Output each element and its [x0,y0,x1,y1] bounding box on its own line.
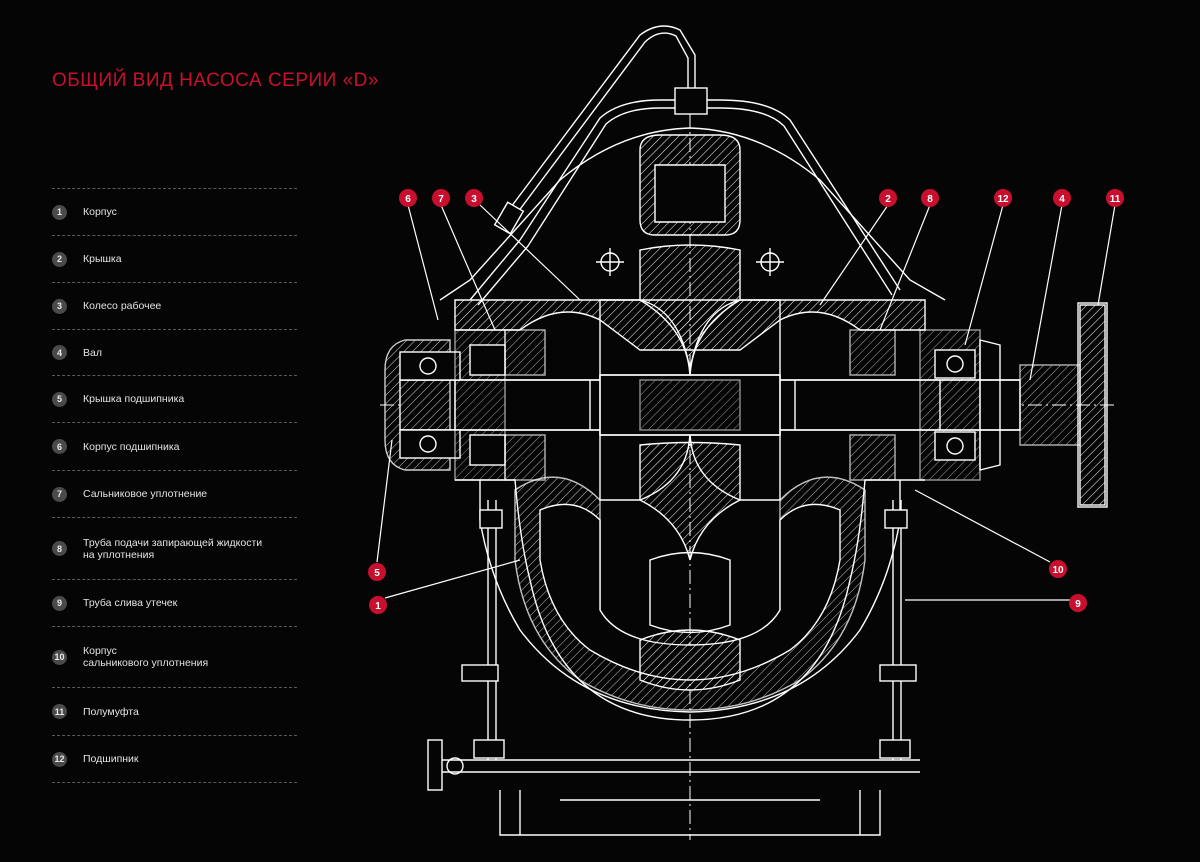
callout-number: 12 [997,194,1009,205]
legend-item: 7 Сальниковое уплотнение [52,470,297,517]
callout-badge: 5 [368,563,386,581]
legend-item: 5 Крышка подшипника [52,375,297,422]
callout-badge: 9 [1069,594,1087,612]
legend-item: 8 Труба подачи запирающей жидкости на уп… [52,517,297,579]
legend-label: Вал [83,346,102,359]
legend-item: 4 Вал [52,329,297,375]
legend-number: 2 [52,251,67,267]
legend-label: Подшипник [83,753,139,765]
legend-number: 7 [52,486,67,502]
legend-item: 3 Колесо рабочее [52,282,297,329]
page-title: ОБЩИЙ ВИД НАСОСА СЕРИИ «D» [52,70,379,91]
legend-label: Корпус подшипника [83,440,180,453]
legend-item: 10 Корпус сальникового уплотнения [52,626,297,687]
legend-label: Труба подачи запирающей жидкости на упло… [83,536,263,561]
legend-item: 6 Корпус подшипника [52,422,297,470]
legend-item: 2 Крышка [52,235,297,282]
legend-label: Крышка [83,253,122,265]
legend-item: 1 Корпус [52,188,297,235]
callout-number: 2 [885,194,891,205]
legend-number: 6 [52,439,67,454]
legend-number: 11 [52,704,67,719]
legend-label: Сальниковое уплотнение [83,488,208,500]
legend-label: Крышка подшипника [83,393,185,405]
callout-badge: 8 [921,189,939,207]
callout-badge: 7 [432,189,450,207]
callout-badge: 1 [369,596,387,614]
callout-number: 8 [927,194,933,205]
legend-number: 3 [52,298,67,314]
legend-number: 10 [52,649,67,665]
leader-lines [376,204,1116,601]
callout-number: 3 [471,194,477,205]
legend-number: 5 [52,391,67,407]
callout-badge: 10 [1049,560,1067,578]
callout-badge: 12 [994,189,1012,207]
legend-item: 11 Полумуфта [52,687,297,735]
callout-number: 10 [1052,565,1064,576]
legend-label: Колесо рабочее [83,300,162,312]
callout-badge: 2 [879,189,897,207]
legend-number: 4 [52,345,67,360]
callout-badge: 6 [399,189,417,207]
callout-badge: 11 [1106,189,1124,207]
legend-number: 1 [52,204,67,220]
callout-number: 5 [374,568,380,579]
parts-legend: 1 Корпус 2 Крышка 3 Колесо рабочее 4 Вал… [52,188,297,783]
callout-number: 7 [438,194,444,205]
legend-item: 12 Подшипник [52,735,297,783]
callout-number: 6 [405,194,411,205]
callout-badge: 4 [1053,189,1071,207]
legend-label: Полумуфта [83,705,139,718]
callout-badge: 3 [465,189,483,207]
legend-label: Корпус сальникового уплотнения [83,645,209,669]
callout-number: 4 [1059,194,1065,205]
callout-number: 11 [1110,194,1121,205]
pump-linework [380,25,1115,840]
legend-number: 9 [52,595,67,611]
legend-label: Труба слива утечек [83,597,178,609]
legend-item: 9 Труба слива утечек [52,579,297,626]
legend-label: Корпус [83,206,117,218]
legend-number: 8 [52,541,67,556]
legend-number: 12 [52,751,67,767]
callout-number: 1 [375,601,381,612]
callout-number: 9 [1075,599,1081,610]
